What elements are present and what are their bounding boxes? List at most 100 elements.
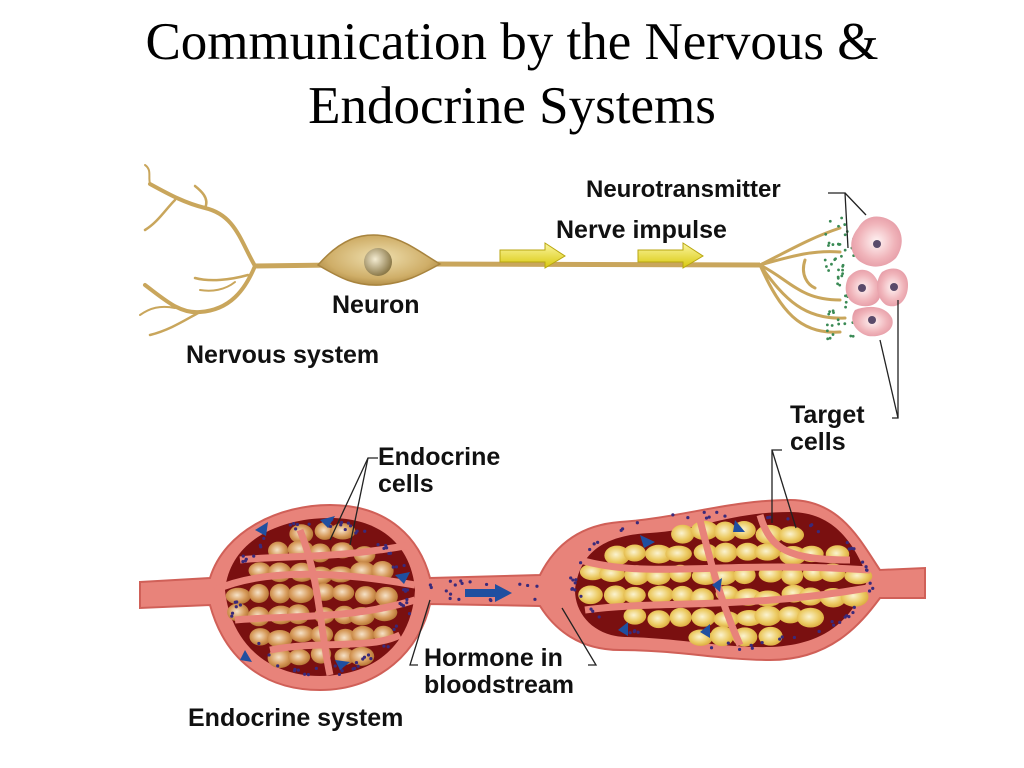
neurotransmitter-dot [849,334,853,338]
hormone-dot [780,635,784,639]
hormone-dot [262,536,266,541]
endocrine-cell [289,625,314,643]
gland-capillaries [213,528,417,676]
neurotransmitter-dot [840,274,844,278]
hormone-dot [369,657,373,661]
neurotransmitter-dot [828,336,832,340]
neurotransmitter-dot [837,268,840,272]
hormone-dot [635,521,639,525]
hormone-dot [314,666,318,670]
endocrine-cell [249,628,272,646]
hormone-dot [241,554,245,558]
neurotransmitter-dot [841,263,845,267]
neurotransmitter-dot [826,337,830,341]
target-tissue-cell [710,626,734,647]
hormone-dot [726,641,730,645]
target-tissue-cell [623,544,646,562]
neurotransmitter-dot [824,232,828,236]
hormone-line-1: Hormone in [424,644,563,672]
neurotransmitter-dot [837,224,840,228]
endocrine-cell [354,586,377,605]
hormone-dot [526,583,530,588]
neurotransmitter-dot [843,248,847,252]
target-tissue-cell [671,524,695,544]
endocrine-cell [332,584,355,602]
hormone-dot [702,510,706,514]
hormone-dot [333,664,337,668]
endocrine-cells-line-1: Endocrine [378,443,501,471]
hormone-dot [468,580,472,584]
target-cell [851,216,902,267]
target-cells [845,216,908,337]
hormone-dot [704,516,709,520]
hormone-dot [484,582,489,587]
hormone-arrow [320,516,335,528]
neurotransmitter-dot [837,243,841,246]
target-tissue-cell [645,544,673,564]
hormone-dot [707,515,711,519]
nervous-leader-lines [828,192,899,419]
hormone-dot [402,588,406,592]
hormone-dot [817,629,821,634]
hormone-dot [574,578,578,582]
hormone-dot [444,589,448,593]
target-tissue-cell [754,543,781,561]
hormone-dot [457,597,461,601]
target-tissue-cell [647,610,671,629]
hormone-dot [571,578,575,582]
neurotransmitter-dot [841,268,844,272]
hormone-dot [307,522,311,526]
hormone-dot [405,597,409,602]
neurotransmitter-dot [844,305,847,309]
hormone-dot [816,530,820,534]
neurotransmitter-label: Neurotransmitter [586,176,781,203]
hormone-dot [619,528,623,533]
neurotransmitter-dot [840,216,844,220]
hormone-dot [429,585,433,590]
hormone-dot [448,596,452,601]
hormone-dot [460,581,464,586]
hormone-arrow [618,622,628,636]
neurotransmitter-dot [836,318,840,322]
neurotransmitter-dot [851,334,855,338]
neurotransmitter-dot [844,300,848,304]
target-tissue-cell [714,542,738,563]
neurotransmitter-dot [837,322,841,326]
hormone-dot [241,559,245,564]
nucleus [364,248,392,276]
neurotransmitter-dot [827,241,831,245]
hormone-dot [760,641,764,645]
hormone-dot [385,546,389,550]
hormone-dot [851,610,855,615]
hormone-dot [588,547,592,552]
hormone-dot [238,603,242,607]
hormone-dot [459,579,463,583]
hormone-dot [750,646,754,650]
hormone-dot [850,546,854,550]
hormone-dot [354,661,359,665]
hormone-dot [252,554,256,558]
target-tissue-cell [623,586,646,604]
hormone-dot [792,635,797,640]
endocrine-cell [349,646,375,666]
endocrine-cell [288,584,314,604]
target-tissue-cell [578,585,603,605]
target-tissue-cell [623,607,647,625]
hormone-arrow [640,535,655,548]
hormone-dot [295,522,300,527]
hormone-arrow [395,572,410,584]
hormone-dot [348,524,353,528]
hormone-dot [328,524,333,529]
endocrine-cell [248,583,269,604]
hormone-arrow [255,522,268,536]
neurotransmitter-dot [841,272,845,276]
hormone-dot [570,587,575,591]
neurotransmitter-dot [843,223,847,226]
hormone-dot [398,601,402,606]
impulse-arrow-2 [637,242,704,269]
hormone-dot [723,514,727,518]
hormone-dot [391,565,395,569]
hormone-dot [589,607,593,611]
hormone-dot [569,576,573,580]
hormone-dot [230,611,235,615]
